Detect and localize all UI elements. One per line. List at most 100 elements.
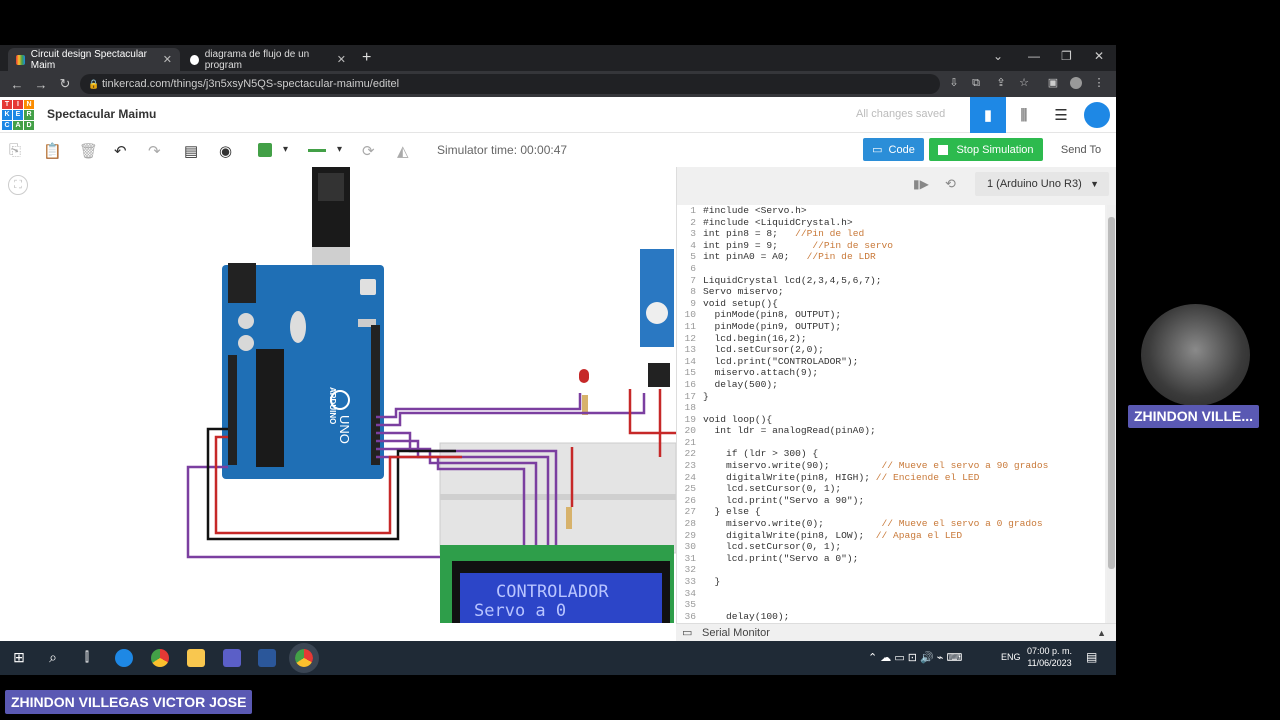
color-swatch-icon[interactable] xyxy=(258,143,272,157)
flip-icon[interactable]: ◭ xyxy=(397,143,409,160)
code-line[interactable]: 13 lcd.setCursor(2,0); xyxy=(677,344,1105,356)
schematic-view-button[interactable]: ⫼ xyxy=(1006,97,1042,133)
language-indicator[interactable]: ENG xyxy=(1001,652,1021,662)
edge-icon[interactable] xyxy=(115,649,133,667)
code-line[interactable]: 27 } else { xyxy=(677,506,1105,518)
paste-icon[interactable]: 📋 xyxy=(43,143,62,160)
code-line[interactable]: 14 lcd.print("CONTROLADOR"); xyxy=(677,356,1105,368)
stop-simulation-button[interactable]: Stop Simulation xyxy=(929,138,1043,161)
windows-start-icon[interactable]: ⊞ xyxy=(13,649,25,665)
tab-search-icon[interactable]: ⌄ xyxy=(993,49,1004,63)
word-icon[interactable] xyxy=(258,649,276,667)
menu-kebab-icon[interactable]: ⋮ xyxy=(1093,77,1105,89)
code-line[interactable]: 32 xyxy=(677,564,1105,576)
search-icon[interactable]: ⌕ xyxy=(49,649,57,665)
copy-icon[interactable]: ⎘ xyxy=(9,142,22,159)
back-icon[interactable]: ← xyxy=(10,76,24,92)
user-avatar[interactable] xyxy=(1082,100,1112,130)
code-line[interactable]: 12 lcd.begin(16,2); xyxy=(677,333,1105,345)
serial-monitor-bar[interactable]: ▭ Serial Monitor ▲ xyxy=(676,623,1116,641)
code-line[interactable]: 24 digitalWrite(pin8, HIGH); // Enciende… xyxy=(677,472,1105,484)
bookmark-star-icon[interactable]: ☆ xyxy=(1019,77,1029,89)
circuit-view-button[interactable]: ▮ xyxy=(970,97,1006,133)
wire[interactable] xyxy=(376,393,582,419)
code-line[interactable]: 30 lcd.setCursor(0, 1); xyxy=(677,541,1105,553)
note-icon[interactable]: ▤ xyxy=(184,143,199,160)
maximize-icon[interactable]: ❐ xyxy=(1061,49,1072,63)
board-select[interactable]: 1 (Arduino Uno R3) ▼ xyxy=(975,172,1109,196)
minimize-icon[interactable]: — xyxy=(1028,49,1040,63)
code-button[interactable]: ▭ Code xyxy=(863,138,924,161)
code-line[interactable]: 15 miservo.attach(9); xyxy=(677,367,1105,379)
new-tab-icon[interactable]: + xyxy=(362,49,372,66)
chevron-up-icon[interactable]: ▲ xyxy=(1097,628,1106,638)
undo-icon[interactable]: ↶ xyxy=(114,143,127,160)
code-line[interactable]: 18 xyxy=(677,402,1105,414)
system-tray-icons[interactable]: ⌃ ☁ ▭ ⊡ 🔊 ⌁ ⌨ xyxy=(868,652,963,664)
fit-view-icon[interactable]: ⛶ xyxy=(8,175,28,195)
chrome-icon[interactable] xyxy=(151,649,169,667)
profile-avatar[interactable] xyxy=(1070,77,1082,89)
resistor[interactable] xyxy=(566,507,572,529)
code-line[interactable]: 31 lcd.print("Servo a 0"); xyxy=(677,553,1105,565)
code-line[interactable]: 17} xyxy=(677,391,1105,403)
notifications-icon[interactable]: ▤ xyxy=(1086,650,1098,664)
code-line[interactable]: 10 pinMode(pin8, OUTPUT); xyxy=(677,309,1105,321)
notes-visibility-icon[interactable]: ◉ xyxy=(219,143,233,160)
project-name[interactable]: Spectacular Maimu xyxy=(47,107,157,121)
teams-icon[interactable] xyxy=(223,649,241,667)
chevron-down-icon[interactable]: ▾ xyxy=(337,144,343,155)
scrollbar-thumb[interactable] xyxy=(1108,217,1115,569)
clock[interactable]: 07:00 p. m. 11/06/2023 xyxy=(1027,645,1072,669)
forward-icon[interactable]: → xyxy=(34,76,48,92)
file-explorer-icon[interactable] xyxy=(187,649,205,667)
code-line[interactable]: 21 xyxy=(677,437,1105,449)
code-line[interactable]: 34 xyxy=(677,588,1105,600)
code-line[interactable]: 6 xyxy=(677,263,1105,275)
reset-switch[interactable] xyxy=(360,279,376,295)
code-line[interactable]: 25 lcd.setCursor(0, 1); xyxy=(677,483,1105,495)
close-icon[interactable]: ✕ xyxy=(162,54,172,66)
tinkercad-logo[interactable]: T I N K E R C A D xyxy=(2,100,34,130)
code-scrollbar[interactable] xyxy=(1107,205,1116,623)
close-icon[interactable]: ✕ xyxy=(336,54,346,66)
chevron-down-icon[interactable]: ▾ xyxy=(283,144,289,155)
browser-tab-diagrama[interactable]: diagrama de flujo de un program ✕ xyxy=(182,48,354,71)
send-to-button[interactable]: Send To xyxy=(1060,143,1102,156)
wire[interactable] xyxy=(628,389,676,435)
url-input[interactable]: 🔒 tinkercad.com/things/j3n5xsyN5QS-spect… xyxy=(80,74,940,94)
side-panel-icon[interactable]: ▣ xyxy=(1047,77,1059,89)
window-close-icon[interactable]: ✕ xyxy=(1094,49,1105,63)
wire[interactable] xyxy=(376,393,646,427)
resistor[interactable] xyxy=(582,395,588,415)
code-line[interactable]: 2#include <LiquidCrystal.h> xyxy=(677,217,1105,229)
task-view-icon[interactable]: ⫿ xyxy=(84,649,90,664)
rotate-icon[interactable]: ⟳ xyxy=(362,143,375,160)
component-list-button[interactable]: ☰ xyxy=(1043,97,1079,133)
wire[interactable] xyxy=(186,465,440,559)
code-editor[interactable]: 1#include <Servo.h>2#include <LiquidCrys… xyxy=(677,205,1105,623)
translate-icon[interactable]: ⧉ xyxy=(972,77,980,89)
code-line[interactable]: 20 int ldr = analogRead(pinA0); xyxy=(677,425,1105,437)
chrome-active-icon[interactable] xyxy=(289,643,319,673)
code-line[interactable]: 26 lcd.print("Servo a 90"); xyxy=(677,495,1105,507)
red-led[interactable] xyxy=(579,369,589,383)
redo-icon[interactable]: ↷ xyxy=(148,143,161,160)
debug-icon[interactable]: ⟲ xyxy=(945,176,956,191)
wire[interactable] xyxy=(376,447,538,545)
wire[interactable] xyxy=(214,435,462,535)
install-icon[interactable]: ⇩ xyxy=(949,77,959,89)
delete-icon[interactable]: 🗑 xyxy=(79,143,99,160)
servo-motor[interactable] xyxy=(640,249,674,347)
reload-icon[interactable]: ↻ xyxy=(59,76,71,91)
code-line[interactable]: 1#include <Servo.h> xyxy=(677,205,1105,217)
browser-tab-circuit-design[interactable]: Circuit design Spectacular Maim ✕ xyxy=(8,48,180,71)
code-line[interactable]: 35 xyxy=(677,599,1105,611)
